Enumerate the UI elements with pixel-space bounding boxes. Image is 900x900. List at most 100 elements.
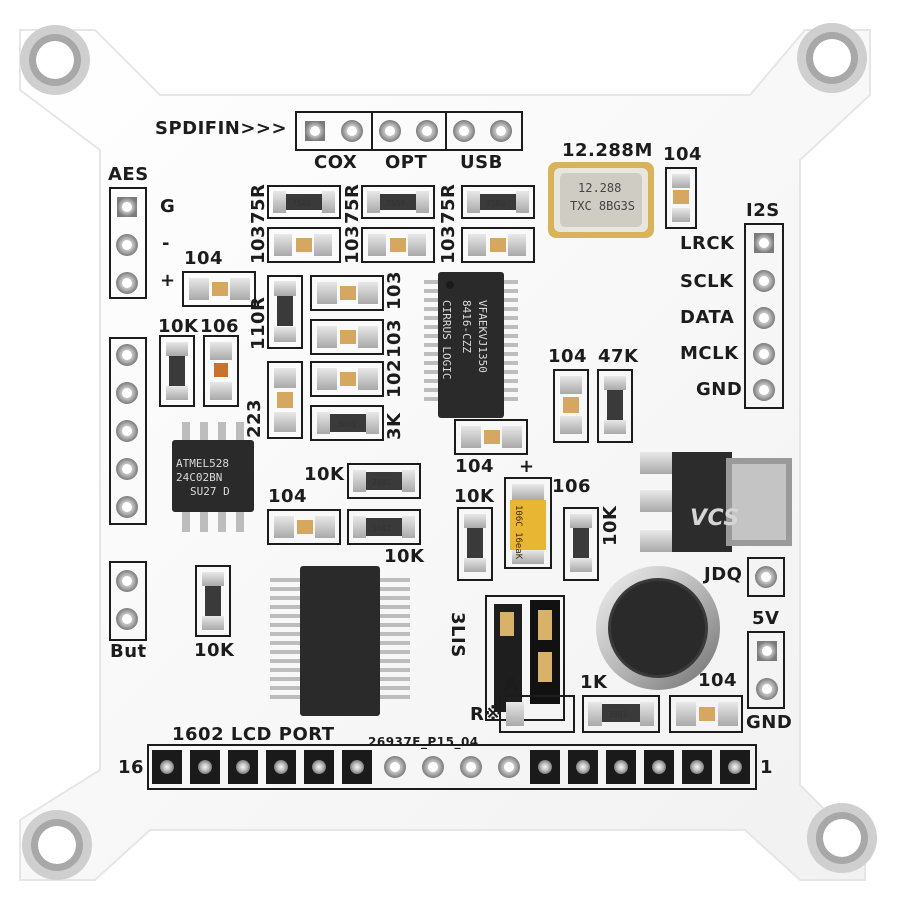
resistor-1k — [582, 695, 660, 733]
resistor-75r-row — [267, 185, 535, 219]
cap-103-stack — [310, 275, 384, 441]
power-gnd-label: GND — [746, 712, 793, 733]
crystal-oscillator — [548, 162, 654, 238]
crystal-marking-2: TXC 8BG3S — [570, 199, 636, 213]
label-106-b: 106 — [552, 476, 592, 497]
jumper-r-label: R※ — [470, 704, 503, 725]
smd-mark-75r-b: 75R0 — [386, 199, 405, 208]
mount-hole-bl — [22, 810, 92, 880]
controller-ic — [270, 566, 410, 716]
eeprom-marking-2: 24C02BN — [176, 471, 223, 484]
smd-mark-75r-c: 75R0 — [486, 199, 505, 208]
receiver-marking-2: 8416-CZZ — [460, 300, 473, 353]
smd-mark-3001-a: 3001 — [337, 420, 356, 429]
jdq-header — [747, 557, 785, 597]
label-104-low: 104 — [268, 486, 308, 507]
eeprom-marking-3: SU27 D — [190, 485, 230, 498]
aes-title: AES — [108, 164, 149, 185]
aes-header — [109, 187, 147, 299]
lcd-header — [147, 744, 757, 790]
eeprom-marking-1: ATMEL528 — [176, 457, 229, 470]
label-103-d: 103 — [384, 270, 405, 310]
aes-pin-g: G — [160, 196, 176, 217]
power-5v-label: 5V — [752, 608, 780, 629]
smd-mark-1002: 1002 — [372, 524, 391, 533]
cap-104-resistor-47k — [553, 369, 633, 443]
cap-103-row — [267, 227, 535, 263]
jumper-block — [485, 595, 565, 721]
tantalum-marking: 106C 16eaK — [513, 505, 523, 560]
left-5pin-header — [109, 337, 147, 525]
tantalum-plus-mark: + — [519, 456, 535, 477]
label-10k-c: 10K — [384, 546, 425, 567]
tantalum-cap-106 — [504, 477, 552, 569]
resistor-10k-lower-left — [195, 565, 231, 637]
i2s-pin-data: DATA — [680, 307, 735, 328]
label-75r-b: 75R — [342, 183, 363, 224]
smd-mark-2001: 2001 — [372, 478, 391, 487]
jumper-r-pad — [499, 695, 575, 733]
resistor-10k-left-of-tantalum — [457, 507, 493, 581]
jumper-side-label: 3LIS — [447, 612, 468, 658]
lcd-pin-16-label: 16 — [118, 757, 145, 778]
spdif-input-header — [295, 111, 523, 151]
label-10k-e: 10K — [600, 505, 621, 547]
i2s-title: I2S — [746, 200, 780, 221]
board-id-label: 26937F_P15_04 — [368, 735, 479, 749]
label-103-e: 103 — [384, 318, 405, 358]
label-1k: 1K — [580, 672, 608, 693]
label-75r-c: 75R — [438, 183, 459, 224]
i2s-pin-lrck: LRCK — [680, 233, 735, 254]
label-75r-a: 75R — [248, 183, 269, 224]
input-label-usb: USB — [460, 152, 503, 173]
receiver-marking-3: VFAEKVJ1350 — [476, 300, 489, 373]
label-104-receiver: 104 — [455, 456, 495, 477]
label-3k: 3K — [384, 412, 405, 440]
jdq-label: JDQ — [704, 564, 743, 585]
label-102: 102 — [384, 358, 405, 398]
spdif-input-label: SPDIFIN>>> — [155, 118, 288, 139]
label-223: 223 — [244, 398, 265, 438]
resistor-10k-right-of-tantalum — [563, 507, 599, 581]
mount-hole-br — [807, 803, 877, 873]
label-47k: 47K — [598, 346, 639, 367]
cap-104-receiver — [454, 419, 528, 455]
label-103-b: 103 — [342, 224, 363, 264]
crystal-marking-1: 12.288 — [578, 181, 622, 195]
mount-hole-tl — [20, 25, 90, 95]
cap-104-bottom — [669, 695, 743, 733]
label-10k-b: 10K — [304, 464, 345, 485]
aes-pin-minus: - — [162, 233, 170, 254]
label-104-bottom: 104 — [698, 670, 738, 691]
cap-223 — [267, 361, 303, 439]
input-label-cox: COX — [314, 152, 358, 173]
aes-pin-plus: + — [160, 270, 176, 291]
smd-mark-3001-b: 3001 — [608, 710, 627, 719]
cap-104-crystal — [665, 167, 697, 229]
i2s-header — [744, 223, 784, 409]
round-capacitor — [596, 566, 720, 690]
resistor-10k-1002 — [347, 509, 421, 545]
i2s-pin-sclk: SCLK — [680, 271, 734, 292]
label-10k-a: 10K — [158, 316, 199, 337]
eeprom-ic — [172, 422, 254, 532]
i2s-pin-gnd: GND — [696, 379, 743, 400]
resistor-10k-2001 — [347, 463, 421, 499]
i2s-pin-mclk: MCLK — [680, 343, 739, 364]
receiver-ic — [424, 272, 518, 418]
label-104-aes: 104 — [184, 248, 224, 269]
power-5v-header — [747, 631, 785, 709]
smd-mark-75r-a: 75R0 — [292, 199, 311, 208]
cap-104-aes — [182, 271, 256, 307]
resistor-110r — [267, 275, 303, 349]
label-104-mid: 104 — [548, 346, 588, 367]
crystal-frequency-label: 12.288M — [562, 140, 653, 161]
button-label: But — [110, 641, 147, 662]
label-106-a: 106 — [200, 316, 240, 337]
input-label-opt: OPT — [385, 152, 428, 173]
button-header — [109, 561, 147, 641]
label-10k-d: 10K — [454, 486, 495, 507]
voltage-regulator — [640, 452, 792, 552]
